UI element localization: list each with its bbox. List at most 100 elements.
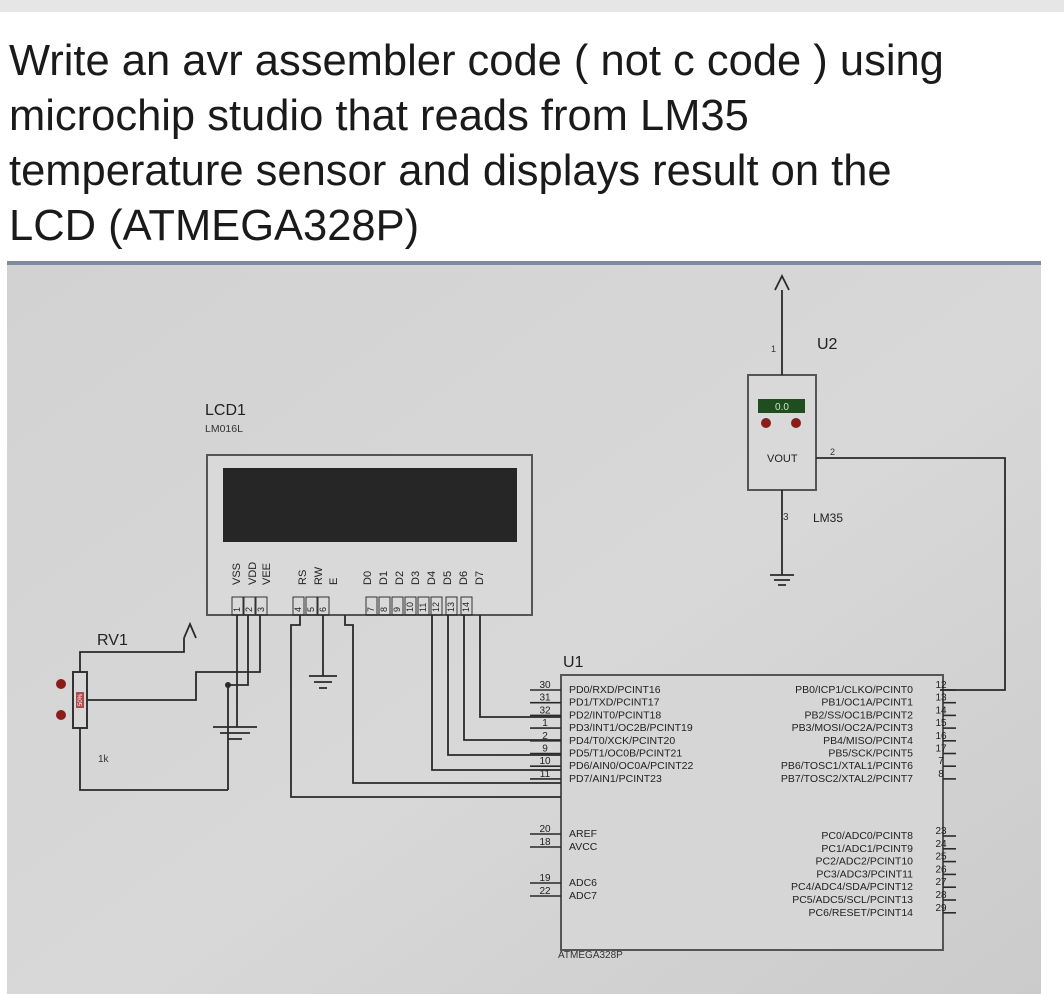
lcd-pin-name: VDD (247, 562, 259, 585)
mcu-left-pin-name: PD4/T0/XCK/PCINT20 (569, 735, 675, 747)
mcu-left-pin-number: 2 (542, 731, 548, 742)
wire-e-pd6 (344, 615, 561, 784)
lcd-pin-box (243, 596, 256, 616)
mcu-right-pin-name: PC0/ADC0/PCINT8 (821, 830, 913, 842)
lcd-pin-number: 11 (418, 603, 428, 612)
mcu-right-pin-number: 12 (935, 680, 947, 691)
lcd-pin-number: 8 (379, 607, 389, 612)
mcu-left-pin-number: 22 (539, 886, 551, 897)
lcd-pin-number: 1 (232, 607, 242, 612)
lcd-pin-box (365, 596, 378, 616)
mcu-right-pin-number: 24 (935, 839, 947, 850)
mcu-left-pin-number: 11 (540, 769, 551, 780)
mcu-left-pin-name: PD5/T1/OC0B/PCINT21 (569, 748, 682, 760)
mcu-left-pin-name: AREF (569, 828, 597, 840)
ground-symbol-sensor (770, 574, 794, 586)
mcu-left-pin-name: ADC7 (569, 890, 597, 902)
mcu-left-pin-name: PD0/RXD/PCINT16 (569, 684, 661, 696)
mcu-left-pin-number: 18 (539, 837, 551, 848)
lcd-pin-number: 7 (366, 607, 376, 612)
mcu-right-pin-name: PC6/RESET/PCINT14 (809, 907, 914, 919)
mcu-right-pin-number: 15 (935, 718, 947, 729)
mcu-left-pin-name: AVCC (569, 841, 598, 853)
mcu-right-pin-name: PC3/ADC3/PCINT11 (816, 868, 913, 880)
junction-dot (225, 682, 231, 688)
lcd-pin-box (292, 596, 305, 616)
mcu-right-pin-name: PB2/SS/OC1B/PCINT2 (804, 709, 913, 721)
sensor-ref-label: U2 (817, 336, 838, 353)
mcu-left-pin-number: 9 (542, 744, 548, 755)
lcd-pin-box (378, 596, 391, 616)
lcd-pin-name: D4 (426, 571, 438, 585)
sensor-pin2-label: 2 (830, 447, 835, 457)
sensor-button-left (761, 418, 771, 428)
mcu-right-pin-number: 14 (935, 705, 947, 716)
wire-rs-pd7 (290, 615, 561, 798)
lcd-pin-number: 14 (461, 602, 471, 612)
pot-terminal-bottom (56, 710, 66, 720)
pot-terminal-top (56, 679, 66, 689)
question-text: Write an avr assembler code ( not c code… (9, 34, 1054, 254)
mcu-right-pin-name: PB5/SCK/PCINT5 (828, 748, 913, 760)
ground-symbol-lcd (213, 726, 257, 740)
mcu-right-pin-number: 23 (935, 826, 947, 837)
pot-ref-label: RV1 (97, 632, 128, 649)
lcd-pin-name: E (328, 578, 340, 585)
mcu-left-pin-name: PD2/INT0/PCINT18 (569, 709, 661, 721)
pot-setting-mark (76, 692, 84, 708)
mcu-right-pin-name: PC4/ADC4/SDA/PCINT12 (791, 881, 913, 893)
wire-pot-bottom (79, 728, 228, 791)
mcu-right-pin-name: PB0/ICP1/CLKO/PCINT0 (795, 684, 913, 696)
power-arrow-sensor (774, 273, 790, 291)
lcd-pin-box (404, 596, 417, 616)
wire-pot-power (79, 638, 185, 672)
sensor-display-value: 0.0 (775, 402, 789, 413)
ground-symbol-rw (309, 675, 337, 689)
mcu-right-pin-number: 17 (935, 744, 947, 755)
mcu-model-label: ATMEGA328P (558, 950, 623, 961)
mcu-left-pin-name: PD1/TXD/PCINT17 (569, 697, 660, 709)
lcd-pin-name: RW (313, 566, 325, 585)
lcd-pin-number: 2 (244, 607, 254, 612)
lcd-pin-number: 13 (446, 602, 456, 612)
lcd-pin-number: 12 (431, 602, 441, 612)
mcu-right-pin-name: PC2/ADC2/PCINT10 (816, 856, 914, 868)
lcd-pin-box (460, 596, 473, 616)
mcu-left-pin-number: 10 (539, 756, 551, 767)
lcd-pin-box (255, 596, 268, 616)
pot-setting-label: 50% (78, 693, 84, 706)
question-line: microchip studio that reads from LM35 (9, 92, 749, 140)
photo-top-edge (7, 261, 1041, 265)
potentiometer: RV1 50% 1k (56, 632, 128, 765)
mcu-right-pin-name: PB3/MOSI/OC2A/PCINT3 (792, 722, 914, 734)
mcu-left-pin-number: 32 (539, 705, 551, 716)
mcu-right-pin-number: 29 (935, 903, 947, 914)
sensor-pin1-label: 1 (771, 344, 776, 354)
lcd-pin-name: D1 (378, 571, 390, 585)
mcu-right-pin-number: 27 (935, 877, 947, 888)
sensor-vout-label: VOUT (767, 453, 798, 465)
lcd-pin-number: 10 (405, 602, 415, 612)
wire-d4-pd5 (431, 615, 561, 771)
mcu-right-pin-name: PB4/MISO/PCINT4 (823, 735, 913, 747)
mcu-ref-label: U1 (563, 654, 584, 671)
wires (79, 273, 1006, 798)
mcu-left-pin-name: PD7/AIN1/PCINT23 (569, 773, 662, 785)
mcu-left-pin-number: 20 (539, 824, 551, 835)
lcd-pin-name: D3 (410, 571, 422, 585)
mcu-right-pin-name: PC5/ADC5/SCL/PCINT13 (792, 894, 913, 906)
sensor-button-right (791, 418, 801, 428)
mcu-right-pin-number: 28 (935, 890, 947, 901)
lcd-pin-name: D7 (474, 571, 486, 585)
mcu-left-pin-number: 1 (542, 718, 548, 729)
lcd-pin-name: VEE (261, 563, 273, 585)
wire-d7-pd2 (479, 615, 561, 718)
wire-vout-to-pb0 (816, 457, 1006, 691)
sensor-model-label: LM35 (813, 511, 843, 525)
pot-value-label: 1k (98, 754, 110, 765)
mcu-left-pin-name: PD3/INT1/OC2B/PCINT19 (569, 722, 693, 734)
lcd-pin-box (391, 596, 404, 616)
